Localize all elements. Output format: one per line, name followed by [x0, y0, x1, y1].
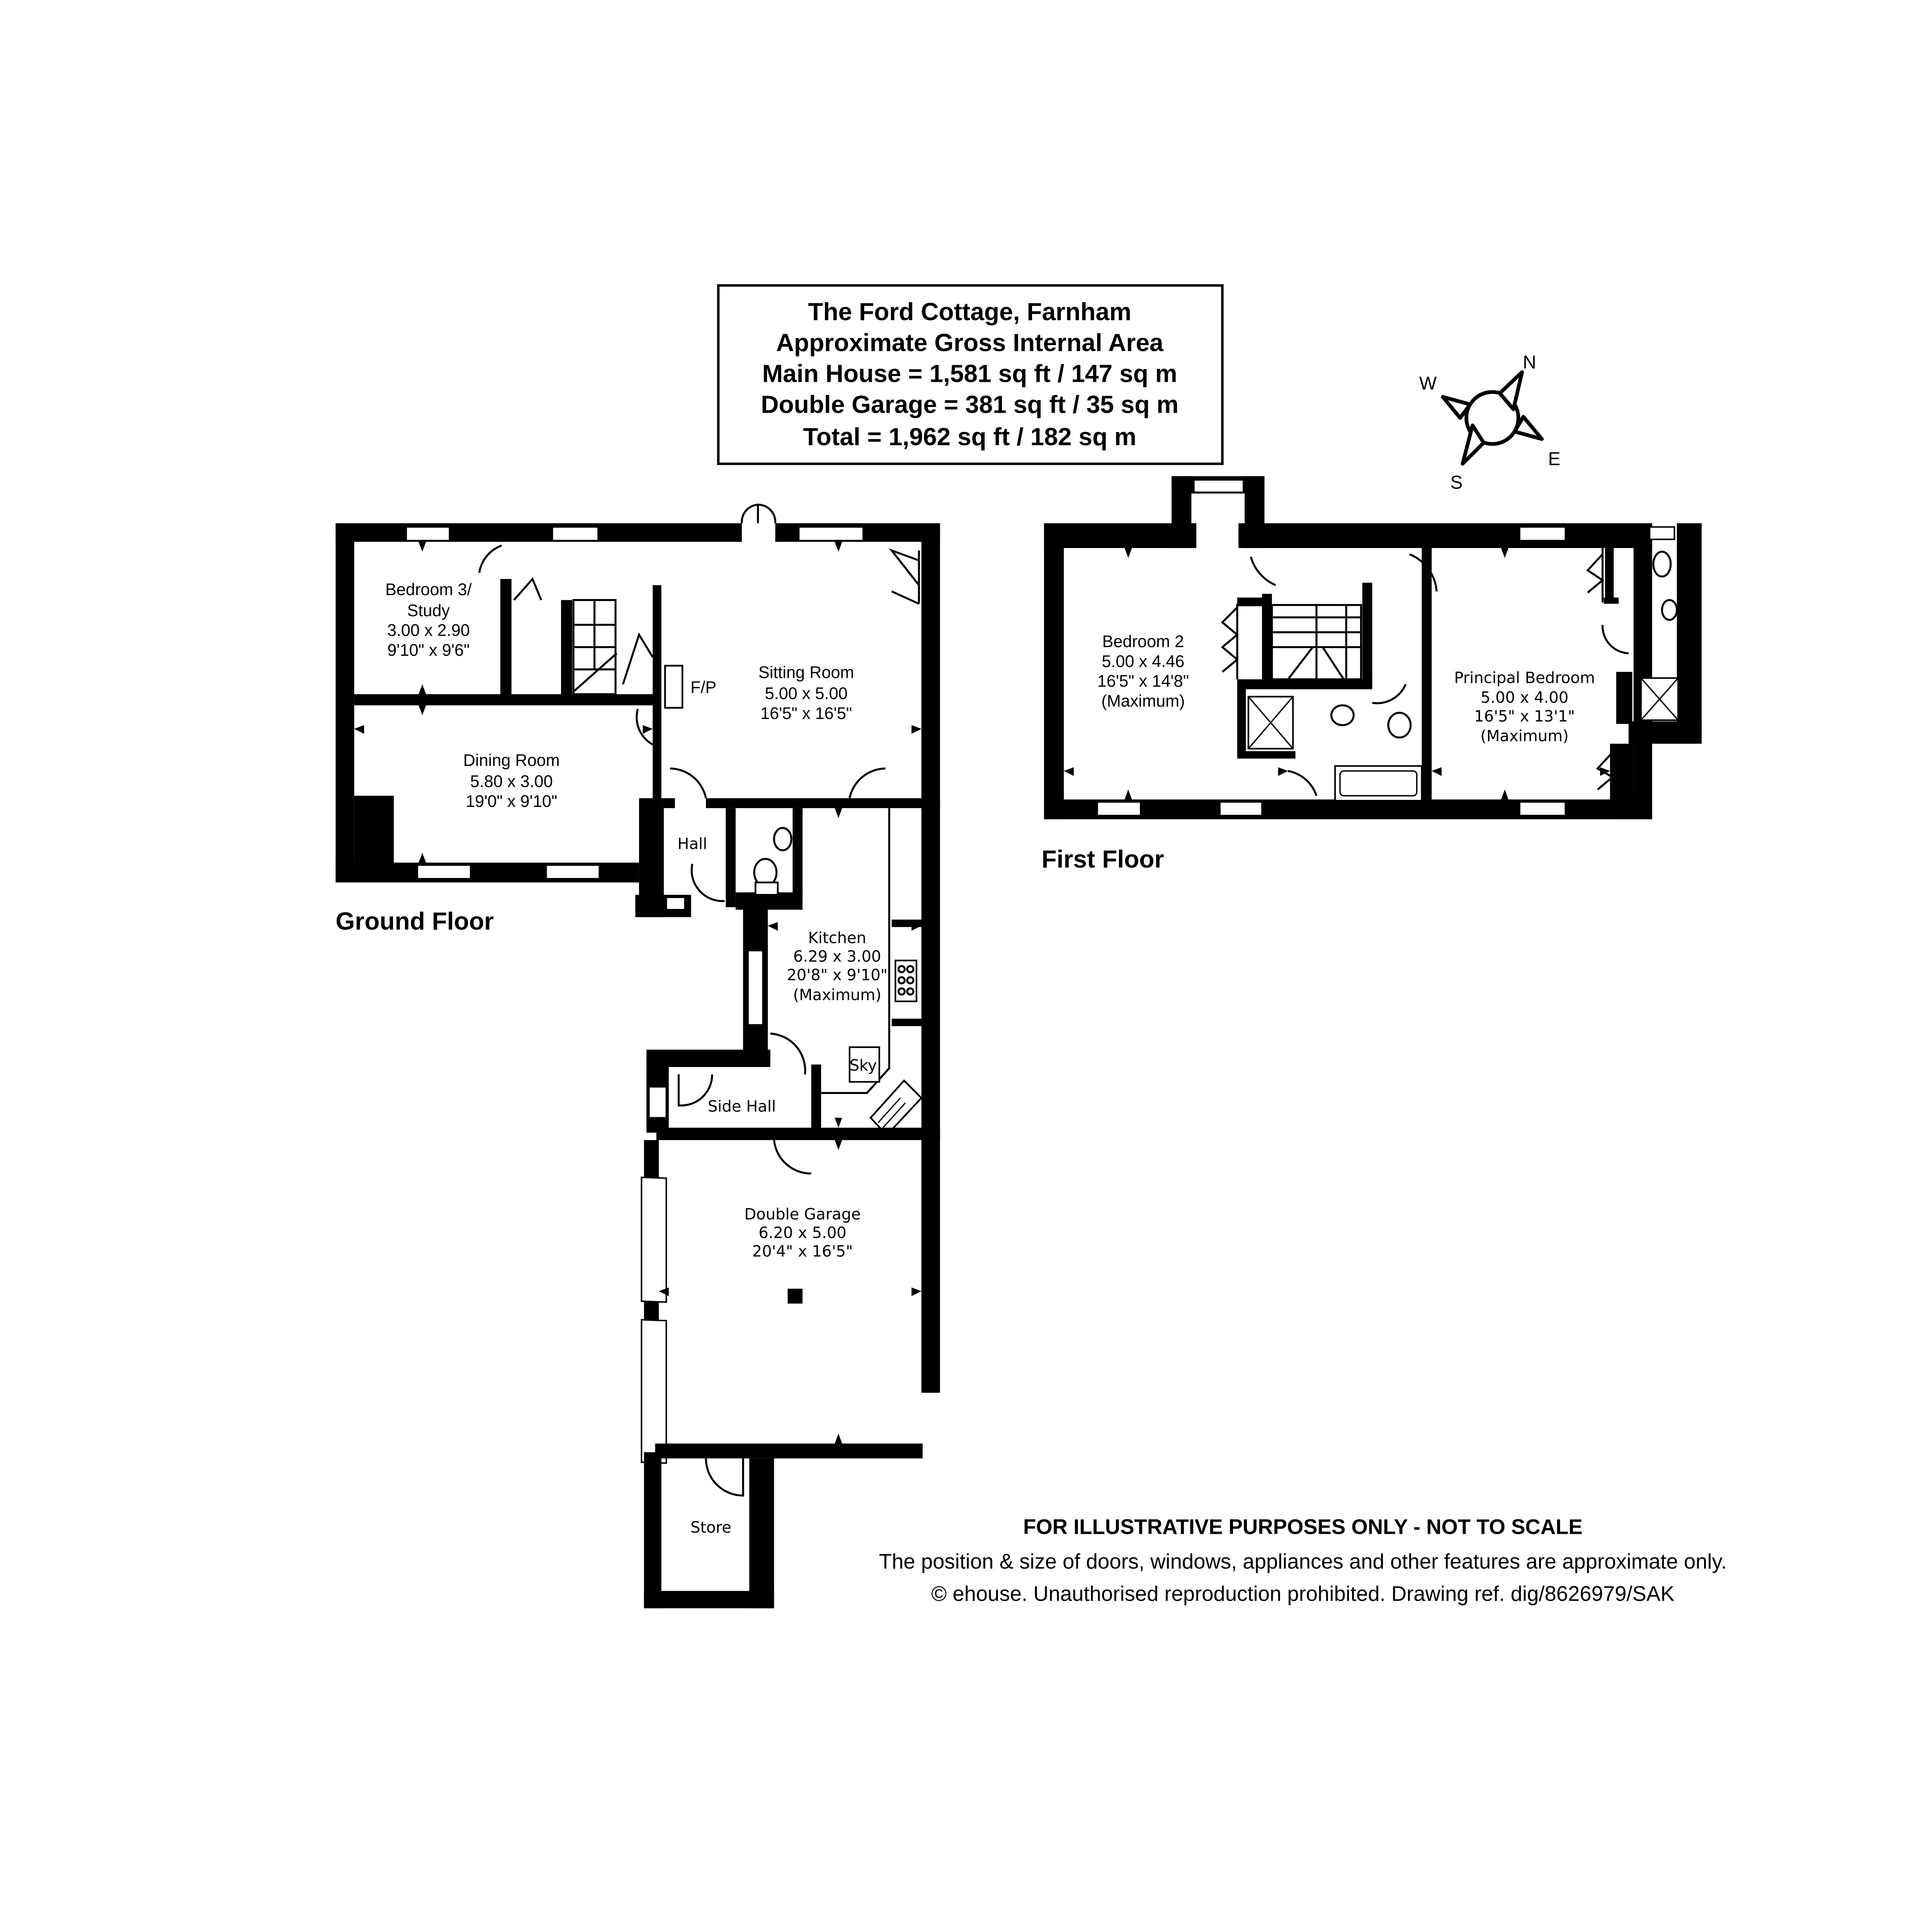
svg-text:5.00 x 4.00: 5.00 x 4.00	[1481, 689, 1568, 707]
area-heading: Approximate Gross Internal Area	[776, 328, 1164, 356]
bath-icon	[1334, 765, 1423, 802]
svg-text:20'4" x 16'5": 20'4" x 16'5"	[752, 1242, 853, 1260]
ensuite-shower-icon	[1640, 677, 1679, 721]
room-principal-bedroom: Principal Bedroom 5.00 x 4.00 16'5" x 13…	[1454, 669, 1595, 745]
room-bedroom-3-study: Bedroom 3/ Study 3.00 x 2.90 9'10" x 9'6…	[385, 580, 472, 660]
compass-north-label: N	[1523, 352, 1536, 373]
sky-box-icon	[849, 1046, 880, 1083]
svg-text:Double Garage: Double Garage	[744, 1205, 861, 1223]
sink-icon	[869, 1079, 923, 1137]
compass-south-label: S	[1450, 472, 1463, 493]
svg-text:Sitting Room: Sitting Room	[759, 664, 854, 682]
hob-icon	[895, 960, 917, 1002]
svg-text:Kitchen: Kitchen	[808, 929, 866, 947]
main-house-area: Main House = 1,581 sq ft / 147 sq m	[762, 360, 1177, 388]
svg-text:Study: Study	[407, 601, 450, 620]
room-kitchen: Kitchen 6.29 x 3.00 20'8" x 9'10" (Maxim…	[787, 929, 888, 1004]
svg-text:Bedroom 2: Bedroom 2	[1102, 633, 1184, 651]
room-bedroom-2: Bedroom 2 5.00 x 4.46 16'5" x 14'8" (Max…	[1097, 633, 1189, 711]
svg-text:6.29 x 3.00: 6.29 x 3.00	[793, 948, 881, 966]
first-floor-label: First Floor	[1042, 845, 1164, 873]
room-dining-room: Dining Room 5.80 x 3.00 19'0" x 9'10"	[463, 751, 560, 811]
first-floor-plan	[1044, 476, 1702, 820]
disclaimer-headline: FOR ILLUSTRATIVE PURPOSES ONLY - NOT TO …	[1023, 1515, 1583, 1538]
area-title-block: The Ford Cottage, Farnham Approximate Gr…	[717, 284, 1224, 465]
disclaimer-line-2: © ehouse. Unauthorised reproduction proh…	[931, 1582, 1675, 1605]
svg-text:(Maximum): (Maximum)	[793, 986, 881, 1004]
ground-floor-plan: F/P	[335, 504, 940, 1608]
room-double-garage: Double Garage 6.20 x 5.00 20'4" x 16'5"	[744, 1205, 861, 1260]
double-garage-area: Double Garage = 381 sq ft / 35 sq m	[761, 391, 1179, 419]
room-sitting-room: Sitting Room 5.00 x 5.00 16'5" x 16'5"	[759, 664, 854, 723]
svg-text:Principal Bedroom: Principal Bedroom	[1454, 669, 1595, 687]
toilet-icon	[1387, 711, 1412, 739]
svg-text:Bedroom 3/: Bedroom 3/	[385, 580, 472, 599]
svg-text:Dining Room: Dining Room	[463, 751, 560, 770]
svg-text:16'5" x 14'8": 16'5" x 14'8"	[1097, 672, 1189, 691]
compass-east-label: E	[1548, 448, 1560, 469]
room-store: Store	[690, 1519, 731, 1537]
basin-icon	[1330, 704, 1355, 726]
ground-floor-label: Ground Floor	[336, 907, 494, 935]
fireplace-label: F/P	[690, 678, 716, 697]
room-side-hall: Side Hall	[708, 1098, 776, 1115]
svg-text:(Maximum): (Maximum)	[1101, 692, 1185, 710]
sky-label: Sky	[850, 1057, 877, 1075]
disclaimer-line-1: The position & size of doors, windows, a…	[879, 1550, 1727, 1573]
property-name: The Ford Cottage, Farnham	[808, 298, 1131, 325]
svg-text:16'5" x 13'1": 16'5" x 13'1"	[1474, 708, 1575, 725]
ground-floor-labels: Bedroom 3/ Study 3.00 x 2.90 9'10" x 9'6…	[336, 580, 888, 1537]
svg-text:3.00 x 2.90: 3.00 x 2.90	[387, 621, 470, 640]
svg-text:19'0" x 9'10": 19'0" x 9'10"	[466, 792, 557, 811]
first-floor-labels: Bedroom 2 5.00 x 4.46 16'5" x 14'8" (Max…	[1042, 633, 1595, 873]
disclaimer-block: FOR ILLUSTRATIVE PURPOSES ONLY - NOT TO …	[879, 1515, 1727, 1605]
title-frame	[717, 284, 1224, 465]
compass-west-label: W	[1419, 373, 1437, 394]
shower-icon	[1247, 696, 1294, 750]
svg-text:20'8" x 9'10": 20'8" x 9'10"	[787, 967, 888, 984]
compass-icon: N W S E	[1419, 352, 1561, 493]
svg-text:5.80 x 3.00: 5.80 x 3.00	[470, 773, 553, 791]
svg-text:(Maximum): (Maximum)	[1480, 727, 1569, 745]
total-area: Total = 1,962 sq ft / 182 sq m	[803, 423, 1136, 451]
svg-text:5.00 x 4.46: 5.00 x 4.46	[1102, 652, 1184, 671]
svg-text:16'5" x 16'5": 16'5" x 16'5"	[760, 704, 852, 723]
measurement-arrows	[354, 542, 1610, 1444]
svg-text:9'10" x 9'6": 9'10" x 9'6"	[387, 641, 469, 660]
room-hall: Hall	[677, 835, 707, 853]
svg-text:6.20 x 5.00: 6.20 x 5.00	[759, 1224, 847, 1242]
svg-text:5.00 x 5.00: 5.00 x 5.00	[765, 684, 848, 703]
